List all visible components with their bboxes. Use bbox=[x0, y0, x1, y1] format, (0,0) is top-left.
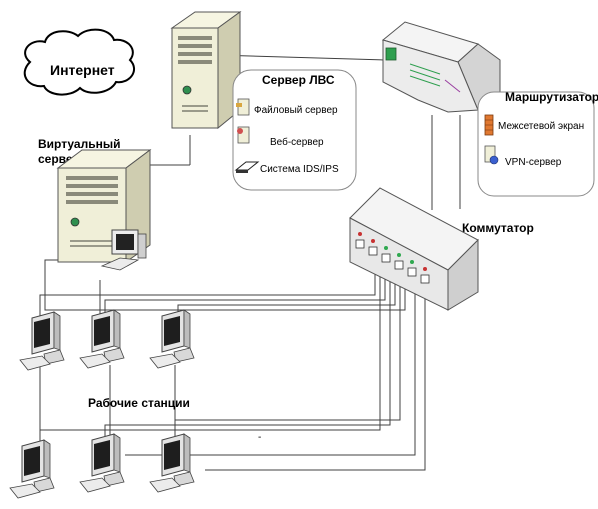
workstation bbox=[149, 433, 195, 493]
router-title: Маршрутизатор bbox=[505, 90, 598, 104]
workstation-small bbox=[100, 229, 147, 271]
file-server-icon bbox=[236, 98, 250, 116]
vpn-server-label: VPN-сервер bbox=[505, 157, 562, 168]
web-server-label: Веб-сервер bbox=[270, 136, 324, 148]
router-box: Маршрутизатор Межсетевой экран VPN-серве… bbox=[477, 90, 598, 197]
workstation bbox=[19, 311, 65, 371]
ids-ips-label: Система IDS/IPS bbox=[260, 164, 339, 175]
web-server-icon bbox=[237, 126, 250, 144]
firewall-icon bbox=[484, 114, 494, 136]
lan-server-tower bbox=[170, 11, 242, 130]
router-device bbox=[381, 21, 501, 113]
switch-device: Коммутатор bbox=[349, 187, 534, 311]
file-server-label: Файловый сервер bbox=[254, 105, 338, 116]
switch-title: Коммутатор bbox=[462, 221, 534, 235]
internet-cloud: Интернет bbox=[23, 28, 135, 96]
lan-server-box: Сервер ЛВС Файловый сервер Веб-сервер Си… bbox=[232, 69, 357, 191]
workstations-label: Рабочие станции bbox=[88, 396, 190, 410]
lan-server-title: Сервер ЛВС bbox=[262, 73, 335, 87]
workstation bbox=[9, 439, 55, 499]
internet-label: Интернет bbox=[50, 62, 115, 78]
workstation bbox=[79, 309, 125, 369]
dash-mark: - bbox=[258, 432, 261, 443]
vpn-server-icon bbox=[484, 145, 499, 165]
firewall-label: Межсетевой экран bbox=[498, 121, 584, 132]
switch-ports bbox=[355, 232, 430, 284]
workstation bbox=[149, 309, 195, 369]
workstation bbox=[79, 433, 125, 493]
ids-ips-icon bbox=[234, 161, 260, 173]
virtual-server-label-line1: Виртуальный bbox=[38, 137, 120, 151]
